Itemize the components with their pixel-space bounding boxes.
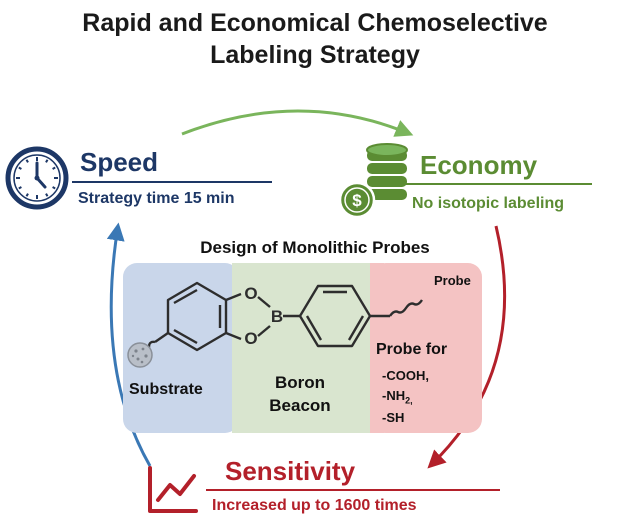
group-sh: -SH bbox=[382, 410, 405, 425]
boron-label-line-1: Boron bbox=[274, 373, 326, 392]
atom-o-bottom: O bbox=[244, 329, 257, 348]
arrow-speed-to-economy bbox=[181, 109, 414, 137]
probe-panel bbox=[372, 263, 482, 433]
sensitivity-heading: Sensitivity bbox=[225, 456, 356, 486]
group-nh2-subscript: 2, bbox=[405, 395, 413, 406]
sensitivity-detail: Increased up to 1600 times bbox=[212, 497, 417, 514]
title-line-2: Labeling Strategy bbox=[210, 41, 420, 69]
design-heading: Design of Monolithic Probes bbox=[200, 238, 430, 257]
title-line-1: Rapid and Economical Chemoselective bbox=[82, 9, 548, 37]
probe-for-label: Probe for bbox=[376, 341, 448, 358]
speed-heading: Speed bbox=[80, 147, 159, 177]
group-cooh: -COOH, bbox=[382, 368, 429, 383]
boron-label-line-2: Beacon bbox=[269, 396, 331, 415]
group-nh2: -NH2, bbox=[382, 387, 413, 410]
probe-tag: Probe bbox=[434, 273, 471, 288]
atom-o-top: O bbox=[244, 284, 257, 303]
svg-text:$: $ bbox=[352, 191, 362, 210]
boronate-structure bbox=[142, 281, 423, 354]
arrow-sensitivity-to-speed bbox=[106, 222, 152, 467]
clock-icon bbox=[5, 146, 69, 210]
speed-detail: Strategy time 15 min bbox=[78, 190, 235, 207]
economy-heading: Economy bbox=[420, 150, 538, 180]
economy-detail: No isotopic labeling bbox=[412, 195, 565, 212]
atom-b: B bbox=[271, 307, 283, 326]
substrate-panel bbox=[123, 263, 239, 433]
substrate-label: Substrate bbox=[129, 381, 203, 398]
coins-dollar-icon: $ bbox=[338, 143, 408, 219]
line-chart-icon bbox=[148, 466, 198, 513]
arrow-economy-to-sensitivity bbox=[427, 225, 507, 469]
group-nh2-prefix: -NH bbox=[382, 388, 406, 403]
substrate-bead-icon bbox=[127, 342, 153, 368]
boron-panel bbox=[232, 263, 378, 433]
